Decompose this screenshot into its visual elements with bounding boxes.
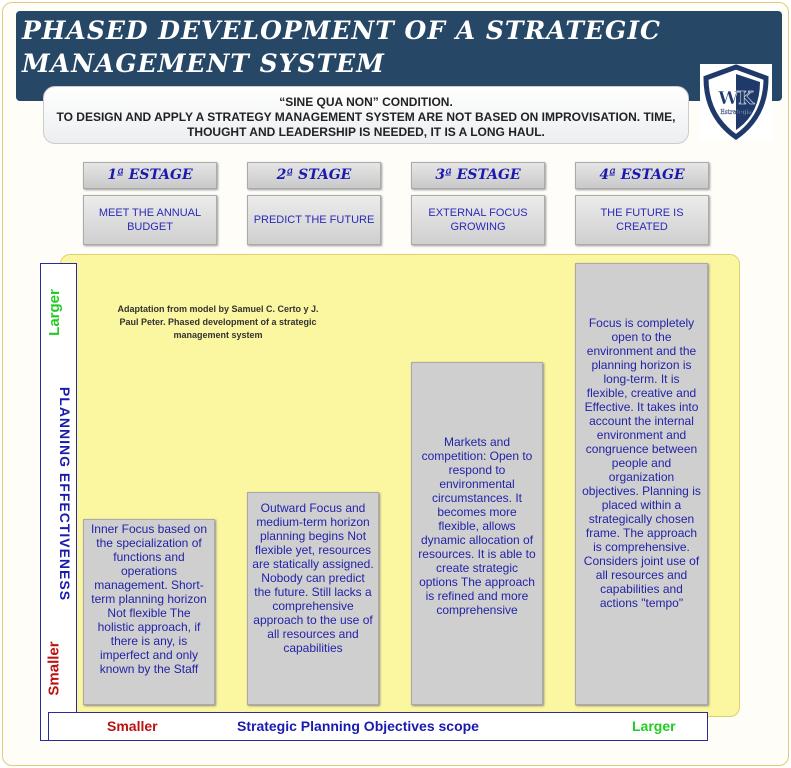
shield-icon: WK Estrategia [703, 64, 769, 141]
y-axis-title: PLANNING EFFECTIVENESS [57, 386, 74, 602]
callout-text: TO DESIGN AND APPLY A STRATEGY MANAGEMEN… [56, 110, 676, 139]
goal-text: THE FUTURE IS CREATED [600, 207, 684, 233]
stage-4-goal: THE FUTURE IS CREATED [575, 195, 709, 245]
stage-1-goal: MEET THE ANNUAL BUDGET [83, 195, 217, 245]
callout-box: “SINE QUA NON” CONDITION. TO DESIGN AND … [43, 86, 689, 144]
goal-text: EXTERNAL FOCUS GROWING [428, 207, 528, 233]
logo: WK Estrategia [700, 64, 772, 141]
svg-text:Estrategia: Estrategia [720, 109, 752, 116]
svg-text:WK: WK [717, 88, 755, 109]
x-axis: Smaller Strategic Planning Objectives sc… [48, 712, 708, 741]
goal-text: PREDICT THE FUTURE [253, 214, 375, 226]
y-axis-high: Larger [45, 289, 63, 336]
x-axis-title: Strategic Planning Objectives scope [237, 718, 479, 734]
stage-4-label: 4ª ESTAGE [575, 162, 709, 189]
x-axis-high: Larger [632, 718, 676, 734]
page-title: PHASED DEVELOPMENT OF A STRATEGIC MANAGE… [22, 16, 661, 78]
source-note: Adaptation from model by Samuel C. Certo… [117, 304, 319, 340]
stage-3-goal: EXTERNAL FOCUS GROWING [411, 195, 545, 245]
y-axis: Larger PLANNING EFFECTIVENESS Smaller [40, 263, 77, 741]
stage-2-bar: Outward Focus and medium-term horizon pl… [247, 492, 379, 705]
callout-heading: “SINE QUA NON” CONDITION. [279, 95, 453, 109]
stage-1-bar: Inner Focus based on the specialization … [83, 519, 215, 705]
goal-text: MEET THE ANNUAL BUDGET [98, 207, 202, 233]
stage-2-label: 2ª STAGE [247, 162, 381, 189]
stage-1-label: 1ª ESTAGE [83, 162, 217, 189]
y-axis-low: Smaller [45, 641, 63, 696]
x-axis-low: Smaller [107, 718, 158, 734]
stage-2-goal: PREDICT THE FUTURE [247, 195, 381, 245]
stage-3-bar: Markets and competition: Open to respond… [411, 362, 543, 705]
stage-4-bar: Focus is completely open to the environm… [575, 263, 708, 705]
stage-3-label: 3ª ESTAGE [411, 162, 545, 189]
